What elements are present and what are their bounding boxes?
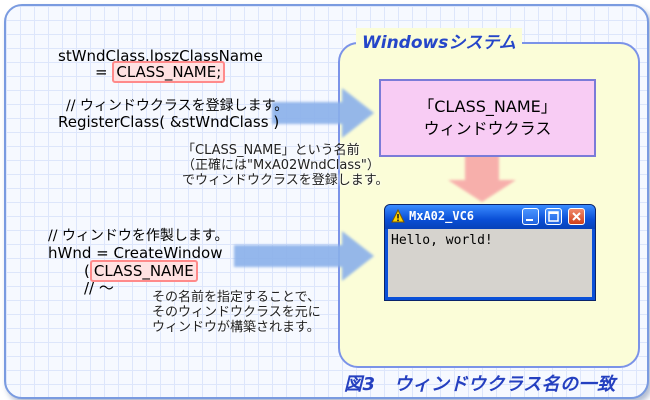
create-arrow — [234, 231, 374, 281]
minimize-button[interactable] — [522, 208, 539, 225]
open-paren: ( — [84, 262, 90, 280]
assign-prefix: = — [95, 63, 113, 81]
register-arrow — [272, 88, 374, 138]
class-box-label: ウィンドウクラス — [423, 119, 552, 138]
class-box-name: 「CLASS_NAME」 — [418, 97, 557, 116]
warning-icon — [391, 209, 405, 223]
create-arg: (CLASS_NAME — [84, 260, 198, 282]
class-name-highlight-2: CLASS_NAME — [89, 260, 198, 282]
create-note: その名前を指定することで、 そのウィンドウクラスを元に ウィンドウが構築されます… — [152, 290, 321, 335]
lpszclassname-line: stWndClass.lpszClassName — [58, 47, 263, 65]
minimize-icon — [526, 219, 533, 221]
class-to-window-arrow — [448, 151, 516, 202]
figure-caption: 図3 ウィンドウクラス名の一致 — [344, 374, 616, 395]
maximize-button[interactable] — [545, 208, 562, 225]
sample-window: MxA02_VC6 Hello, world! — [384, 204, 596, 301]
lpszclassname-assign: = CLASS_NAME; — [95, 61, 226, 83]
register-note: 「CLASS_NAME」という名前 （正確には"MxA02WndClass"） … — [182, 143, 389, 188]
class-name-highlight-1: CLASS_NAME; — [112, 61, 226, 83]
figure-frame: Windowsシステム stWndClass.lpszClassName = C… — [4, 4, 649, 399]
create-call: hWnd = CreateWindow — [48, 244, 223, 262]
window-class-box: 「CLASS_NAME」 ウィンドウクラス — [379, 79, 596, 157]
maximize-icon — [548, 211, 559, 222]
close-button[interactable] — [568, 208, 585, 225]
register-call: RegisterClass( &stWndClass ) — [58, 113, 280, 131]
arrows-layer — [234, 88, 516, 281]
windows-system-title: Windowsシステム — [356, 28, 522, 53]
close-icon — [572, 212, 581, 221]
register-comment: // ウィンドウクラスを登録します。 — [66, 98, 289, 114]
create-comment: // ウィンドウを作製します。 — [48, 228, 229, 244]
hello-text: Hello, world! — [391, 233, 493, 248]
window-client-area: Hello, world! — [388, 229, 592, 297]
create-tail: // ～ — [84, 279, 114, 297]
window-titlebar: MxA02_VC6 — [385, 205, 595, 229]
window-title: MxA02_VC6 — [409, 209, 475, 223]
